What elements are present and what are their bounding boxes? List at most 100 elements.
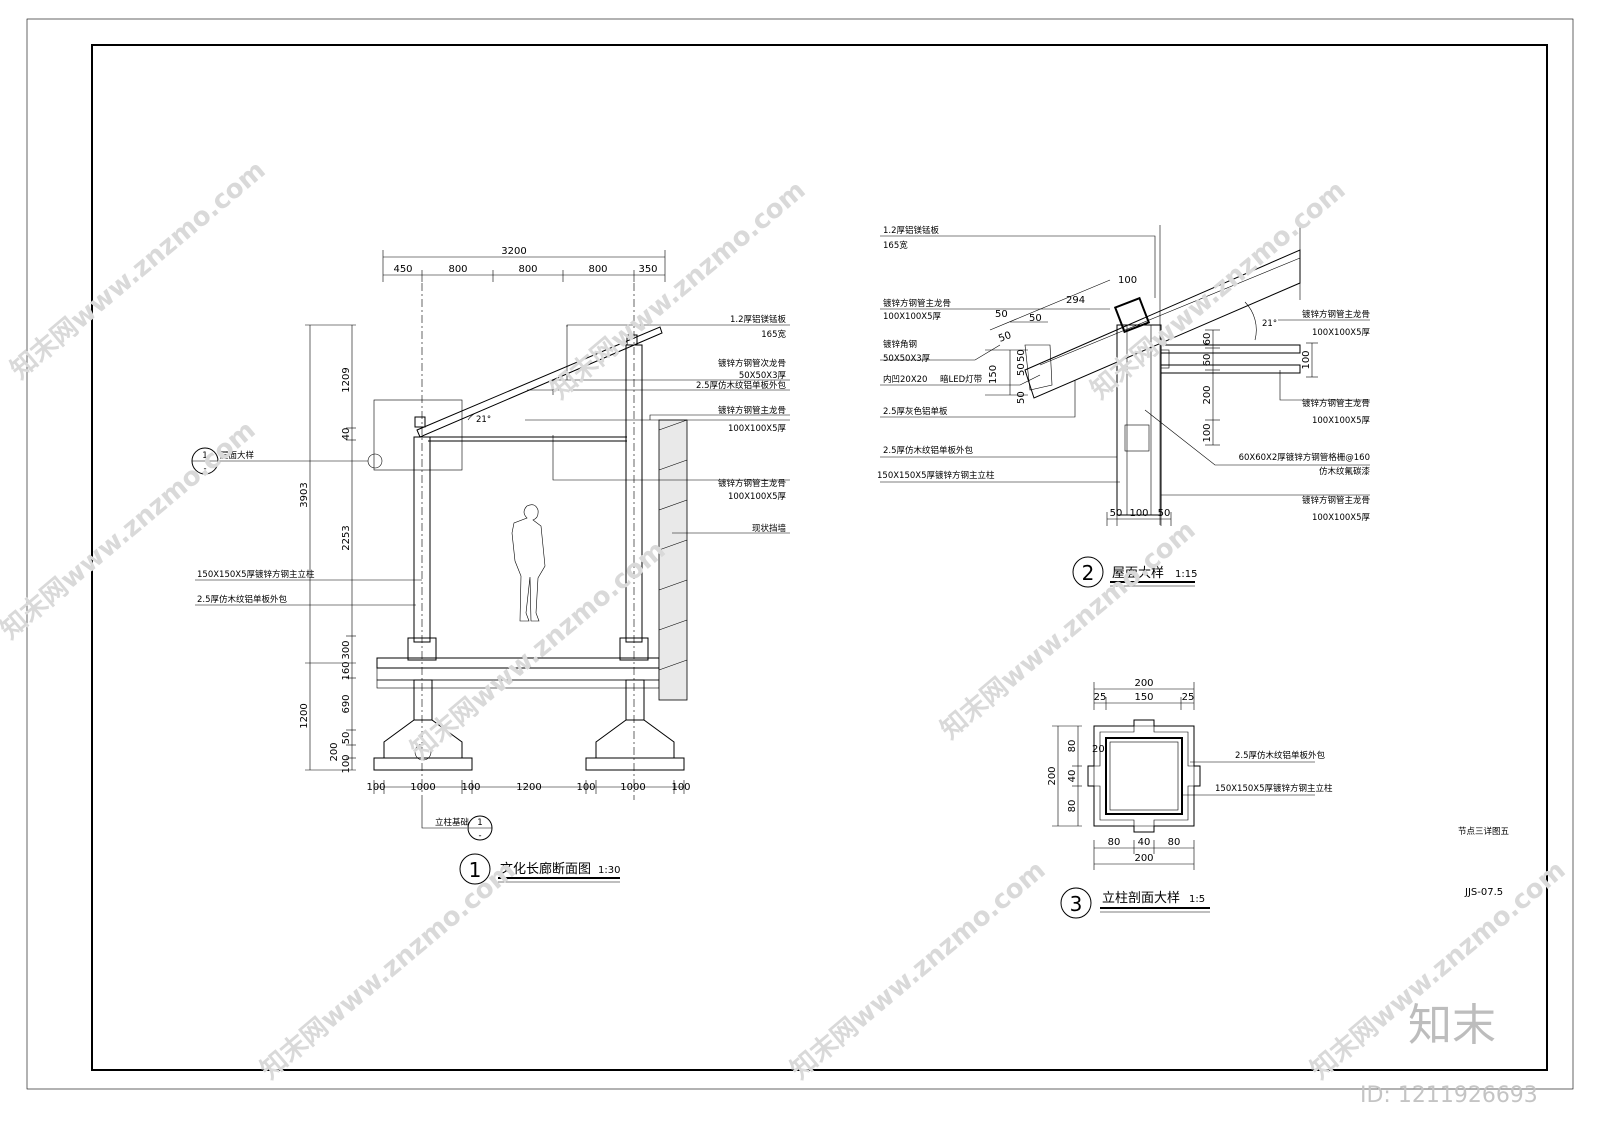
callout-label: 镀锌方钢管主龙骨 <box>1302 495 1370 506</box>
watermark-text: 知末网www.znzmo.com <box>785 855 1051 1085</box>
callout-label: 2.5厚仿木纹铝单板外包 <box>883 445 974 456</box>
callout-label: 100X100X5厚 <box>883 312 942 322</box>
dim-left-inner: 40 <box>341 428 352 441</box>
callout-label: 内凹20X20 <box>883 374 927 385</box>
callout-label: 镀锌方钢管主龙骨 <box>718 405 786 416</box>
angle-label: 21° <box>1262 319 1277 329</box>
detail2-scale: 1:15 <box>1175 569 1197 580</box>
dim-top: 294 <box>1066 295 1085 306</box>
callout-label: 100X100X5厚 <box>1312 513 1371 523</box>
dim-left: 40 <box>1067 770 1078 783</box>
dim-top: 50 <box>997 330 1013 345</box>
dim-bottom: 100 <box>461 782 480 793</box>
title-number: 1 <box>469 858 482 882</box>
outer-frame <box>26 18 1574 1090</box>
callout-label: 1.2厚铝镁锰板 <box>730 314 787 325</box>
angle-label: 21° <box>476 415 491 425</box>
dim-right: 200 <box>1202 385 1213 404</box>
detail3-title: 立柱剖面大样 <box>1102 891 1180 906</box>
callout-label: 镀锌方钢管主龙骨 <box>1302 309 1370 320</box>
dim-top: 50 <box>1016 391 1027 404</box>
dim-top: 150 <box>1134 692 1153 703</box>
callout-label: 镀锌方钢管主龙骨 <box>883 298 951 309</box>
dim-left-inner: 100 <box>341 754 352 773</box>
callout-label: 150X150X5厚镀锌方钢主立柱 <box>1215 783 1333 794</box>
detail-2: 21° 100 294 50 50 50 50 150 50 50 60 60 … <box>877 225 1371 588</box>
callout-label: 100X100X5厚 <box>728 492 787 502</box>
dim-bottom-total: 200 <box>1134 853 1153 864</box>
dim-top: 50 <box>1029 313 1042 324</box>
callout-label: 镀锌角钢 <box>883 339 917 350</box>
dim-left-inner: 200 <box>329 742 340 761</box>
ref-sheet: - <box>203 464 206 474</box>
dim-top: 800 <box>448 264 467 275</box>
callout-label: 1.2厚铝镁锰板 <box>883 225 940 236</box>
dim-bottom: 1200 <box>516 782 541 793</box>
ref-number: 1 <box>477 818 482 828</box>
dim-left-inner: 160 <box>341 661 352 680</box>
dim-top: 50 <box>1016 349 1027 362</box>
callout-label: 暗LED灯带 <box>940 374 983 385</box>
watermark-text: 知末网www.znzmo.com <box>0 415 261 645</box>
dim-right: 100 <box>1202 423 1213 442</box>
title-number: 3 <box>1070 892 1083 916</box>
watermark-text: 知末网www.znzmo.com <box>255 855 521 1085</box>
dim-bottom: 50 <box>1110 508 1123 519</box>
ref-label: 屋面大样 <box>220 450 255 461</box>
callout-label: 2.5厚仿木纹铝单板外包 <box>1235 750 1326 761</box>
callout-label: 镀锌方钢管次龙骨 <box>718 358 786 369</box>
callout-label: 仿木纹氟碳漆 <box>1319 466 1371 477</box>
dim-top-total: 200 <box>1134 678 1153 689</box>
detail2-title: 屋面大样 <box>1112 566 1164 581</box>
dim-left-inner: 690 <box>341 694 352 713</box>
callout-label: 2.5厚仿木纹铝单板外包 <box>197 594 288 605</box>
dim-left-inner: 300 <box>341 640 352 659</box>
dim-top: 50 <box>1016 363 1027 376</box>
watermark-text: 知末网www.znzmo.com <box>1085 175 1351 405</box>
callout-label: 150X150X5厚镀锌方钢主立柱 <box>877 470 995 481</box>
callout-label: 镀锌方钢管主龙骨 <box>718 478 786 489</box>
dim-top: 800 <box>588 264 607 275</box>
callout-label: 2.5厚仿木纹铝单板外包 <box>696 380 787 391</box>
callout-label: 150X150X5厚镀锌方钢主立柱 <box>197 569 315 580</box>
dim-bottom: 100 <box>671 782 690 793</box>
callout-label: 165宽 <box>883 240 908 251</box>
callout-label: 50X50X3厚 <box>883 354 931 364</box>
dim-top: 100 <box>1118 275 1137 286</box>
title-number: 2 <box>1082 561 1095 585</box>
dim-bottom: 80 <box>1108 837 1121 848</box>
dim-bottom: 1000 <box>410 782 435 793</box>
callout-label: 100X100X5厚 <box>1312 416 1371 426</box>
watermark-layer: 知末网www.znzmo.com 知末网www.znzmo.com 知末网www… <box>0 155 1571 1085</box>
dim-left-outer: 3903 <box>299 482 310 507</box>
section1-title: 文化长廊断面图 <box>500 861 591 877</box>
dim-top: 350 <box>638 264 657 275</box>
dim-left-outer: 1200 <box>299 703 310 728</box>
callout-label: 现状挡墙 <box>752 523 787 534</box>
dim-left: 80 <box>1067 740 1078 753</box>
sheet-code: JJS-07.5 <box>1464 887 1503 898</box>
dim-inner: 20 <box>1092 744 1105 755</box>
detail3-scale: 1:5 <box>1189 894 1205 905</box>
callout-label: 镀锌方钢管主龙骨 <box>1302 398 1370 409</box>
section1-scale: 1:30 <box>598 865 620 876</box>
callout-label: 100X100X5厚 <box>728 424 787 434</box>
dim-bottom: 100 <box>1129 508 1148 519</box>
dim-left: 80 <box>1067 800 1078 813</box>
callout-label: 50X50X3厚 <box>739 371 787 381</box>
watermark-logo: 知末 <box>1408 1000 1496 1051</box>
inner-frame <box>91 44 1548 1071</box>
dim-top: 25 <box>1182 692 1195 703</box>
dim-top: 50 <box>995 309 1008 320</box>
dim-left-outer: 1209 <box>341 367 352 392</box>
dim-right: 100 <box>1301 350 1312 369</box>
dim-right: 60 <box>1202 333 1213 346</box>
dim-top: 800 <box>518 264 537 275</box>
dim-left-total: 200 <box>1047 766 1058 785</box>
watermark-text: 知末网www.znzmo.com <box>405 535 671 765</box>
section-1: 3200 450 800 800 800 350 1209 3903 1200 … <box>191 246 790 885</box>
callout-label: 100X100X5厚 <box>1312 328 1371 338</box>
dim-left-inner: 50 <box>341 732 352 745</box>
watermark-text: 知末网www.znzmo.com <box>935 515 1201 745</box>
